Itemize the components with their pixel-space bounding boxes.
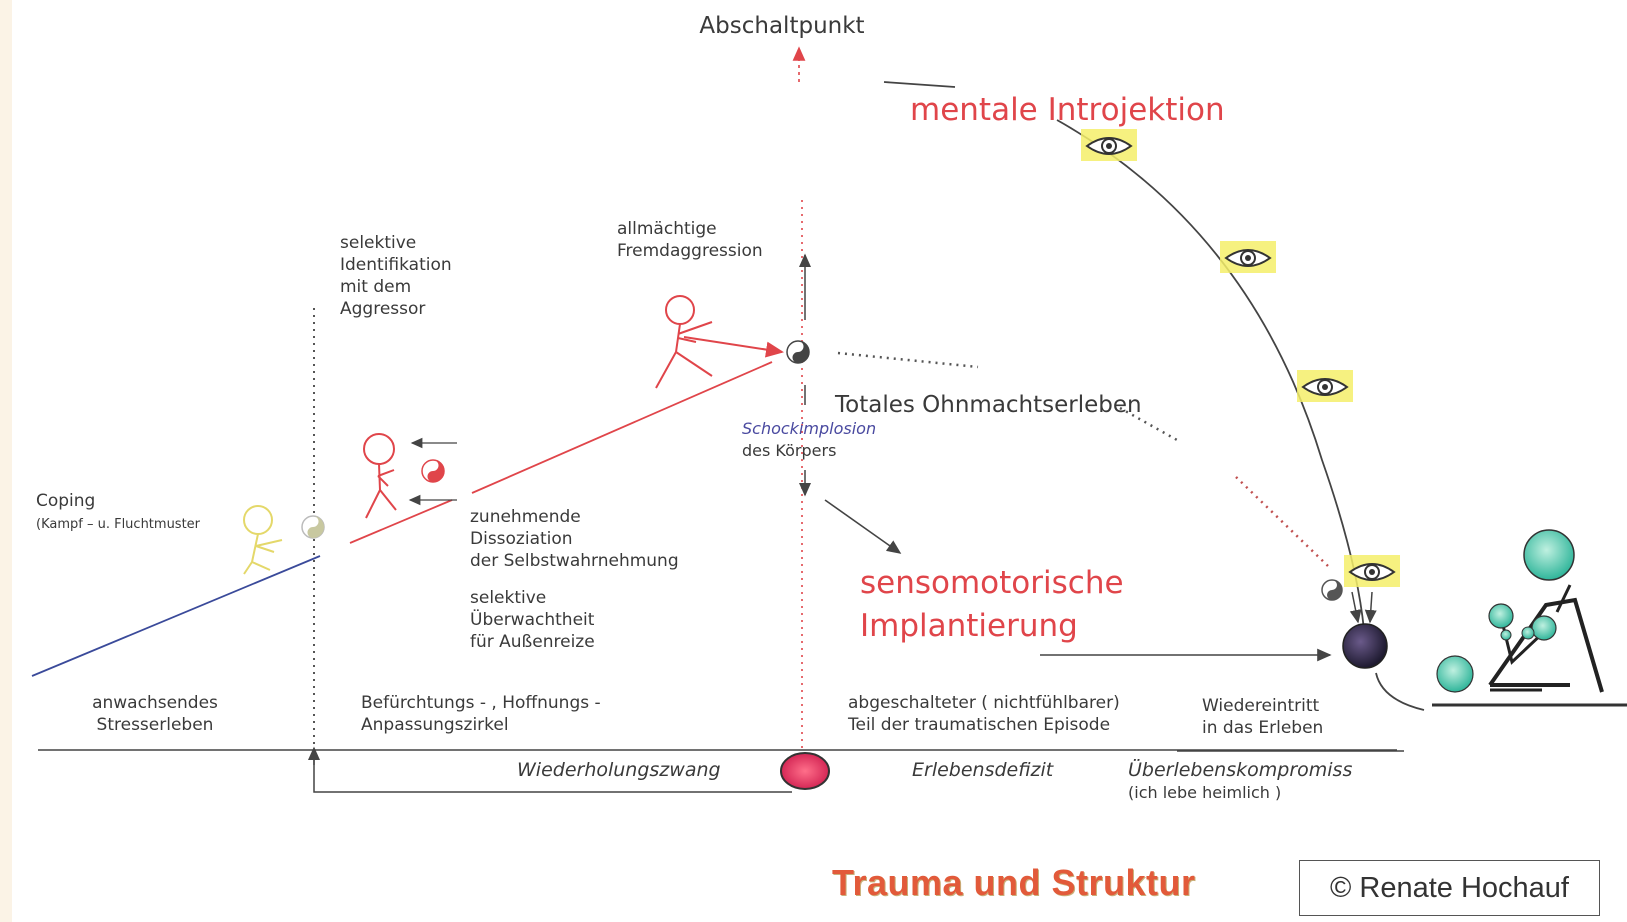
right-yin-icon bbox=[1321, 579, 1343, 601]
bef-line-1: Befürchtungs - , Hoffnungs - bbox=[361, 693, 601, 713]
dissoziation-text: zunehmende Dissoziation der Selbstwahrne… bbox=[470, 507, 679, 571]
eye-icon bbox=[1220, 241, 1276, 273]
abgeschalteter-teil: abgeschalteter ( nichtfühlbarer) Teil de… bbox=[847, 693, 1120, 735]
ueb-line-2: Überwachtheit bbox=[470, 608, 595, 630]
intro-dash bbox=[883, 81, 956, 88]
ident-line-4: Aggressor bbox=[340, 299, 425, 319]
wiederholungszwang-label: Wiederholungszwang bbox=[517, 759, 721, 781]
allm-line-2: Fremdaggression bbox=[617, 241, 763, 261]
selektive-identifikation: selektive Identifikation mit dem Aggress… bbox=[340, 233, 452, 319]
stress-line bbox=[31, 555, 321, 677]
allmaechtige-fremdaggression: allmächtige Fremdaggression bbox=[617, 219, 763, 261]
abschaltpunkt-label: Abschaltpunkt bbox=[699, 13, 864, 39]
coping-figure bbox=[243, 505, 283, 575]
abg-line-1: abgeschalteter ( nichtfühlbarer) bbox=[848, 693, 1120, 713]
ident-line-1: selektive bbox=[340, 233, 416, 253]
coping-yin-icon bbox=[301, 515, 325, 539]
ueberwachtheit-text: selektive Überwachtheit für Außenreize bbox=[470, 588, 595, 652]
red-blob bbox=[780, 752, 830, 790]
diagram-canvas: Abschaltpunkt selektive Identifikation m… bbox=[12, 0, 1627, 922]
ueb-line-1: selektive bbox=[470, 588, 546, 608]
eye-icon bbox=[1344, 555, 1400, 587]
red-line-1 bbox=[349, 499, 453, 544]
arrow-eye-ball-2 bbox=[1364, 591, 1377, 624]
arrow-to-sensomotor bbox=[824, 499, 902, 554]
arrow-eye-ball-1 bbox=[1349, 591, 1362, 624]
arc-tail bbox=[1375, 672, 1425, 711]
diagram-title: Trauma und Struktur bbox=[832, 862, 1196, 903]
ident-line-3: mit dem bbox=[340, 277, 411, 297]
dotted-line-1 bbox=[837, 351, 979, 369]
shock-yin-icon bbox=[786, 340, 810, 364]
dotted-line-3 bbox=[1235, 476, 1331, 569]
wied-line-1: Wiedereintritt bbox=[1202, 696, 1319, 716]
wied-line-2: in das Erleben bbox=[1202, 718, 1323, 738]
ich-lebe-label: (ich lebe heimlich ) bbox=[1128, 783, 1281, 802]
diagram-svg: Abschaltpunkt selektive Identifikation m… bbox=[31, 13, 1627, 802]
mentale-label: mentale Introjektion bbox=[910, 92, 1225, 128]
schock-label: Schockimplosion bbox=[742, 419, 876, 438]
koerper-label: des Körpers bbox=[742, 441, 836, 460]
wiedereintritt: Wiedereintritt in das Erleben bbox=[1202, 696, 1323, 738]
sensomotor-line-2: Implantierung bbox=[860, 608, 1078, 644]
copyright-box: © Renate Hochauf bbox=[1299, 860, 1600, 916]
red-figure-small bbox=[363, 433, 397, 519]
totales-label: Totales Ohnmachtserleben bbox=[834, 392, 1142, 418]
aggression-arrow bbox=[683, 336, 784, 358]
bef-line-2: Anpassungszirkel bbox=[361, 715, 509, 735]
sensomotor-line-1: sensomotorische bbox=[860, 565, 1124, 601]
eye-icon bbox=[1081, 129, 1137, 161]
red-line-2 bbox=[471, 361, 773, 494]
ident-line-2: Identifikation bbox=[340, 255, 452, 275]
eye-icon bbox=[1297, 370, 1353, 402]
abg-line-2: Teil der traumatischen Episode bbox=[847, 715, 1110, 735]
anwachsendes-stresserleben: anwachsendes Stresserleben bbox=[92, 693, 218, 735]
dark-ball bbox=[1342, 623, 1388, 669]
ueberlebenskompromiss-label: Überlebenskompromiss bbox=[1128, 758, 1352, 781]
anw-line-2: Stresserleben bbox=[97, 715, 214, 735]
allm-line-1: allmächtige bbox=[617, 219, 717, 239]
diss-line-3: der Selbstwahrnehmung bbox=[470, 551, 679, 571]
teal-figure bbox=[1432, 529, 1627, 707]
anw-line-1: anwachsendes bbox=[92, 693, 218, 713]
ueb-line-3: für Außenreize bbox=[470, 632, 595, 652]
diss-line-1: zunehmende bbox=[470, 507, 581, 527]
befuerchtungs-zirkel: Befürchtungs - , Hoffnungs - Anpassungsz… bbox=[361, 693, 601, 735]
coping-sub-label: (Kampf – u. Fluchtmuster bbox=[36, 517, 201, 532]
coping-label: Coping bbox=[36, 491, 95, 511]
erlebensdefizit-label: Erlebensdefizit bbox=[912, 759, 1055, 781]
red-figure-large bbox=[655, 295, 713, 389]
red-yin-icon bbox=[421, 459, 445, 483]
diss-line-2: Dissoziation bbox=[470, 529, 573, 549]
